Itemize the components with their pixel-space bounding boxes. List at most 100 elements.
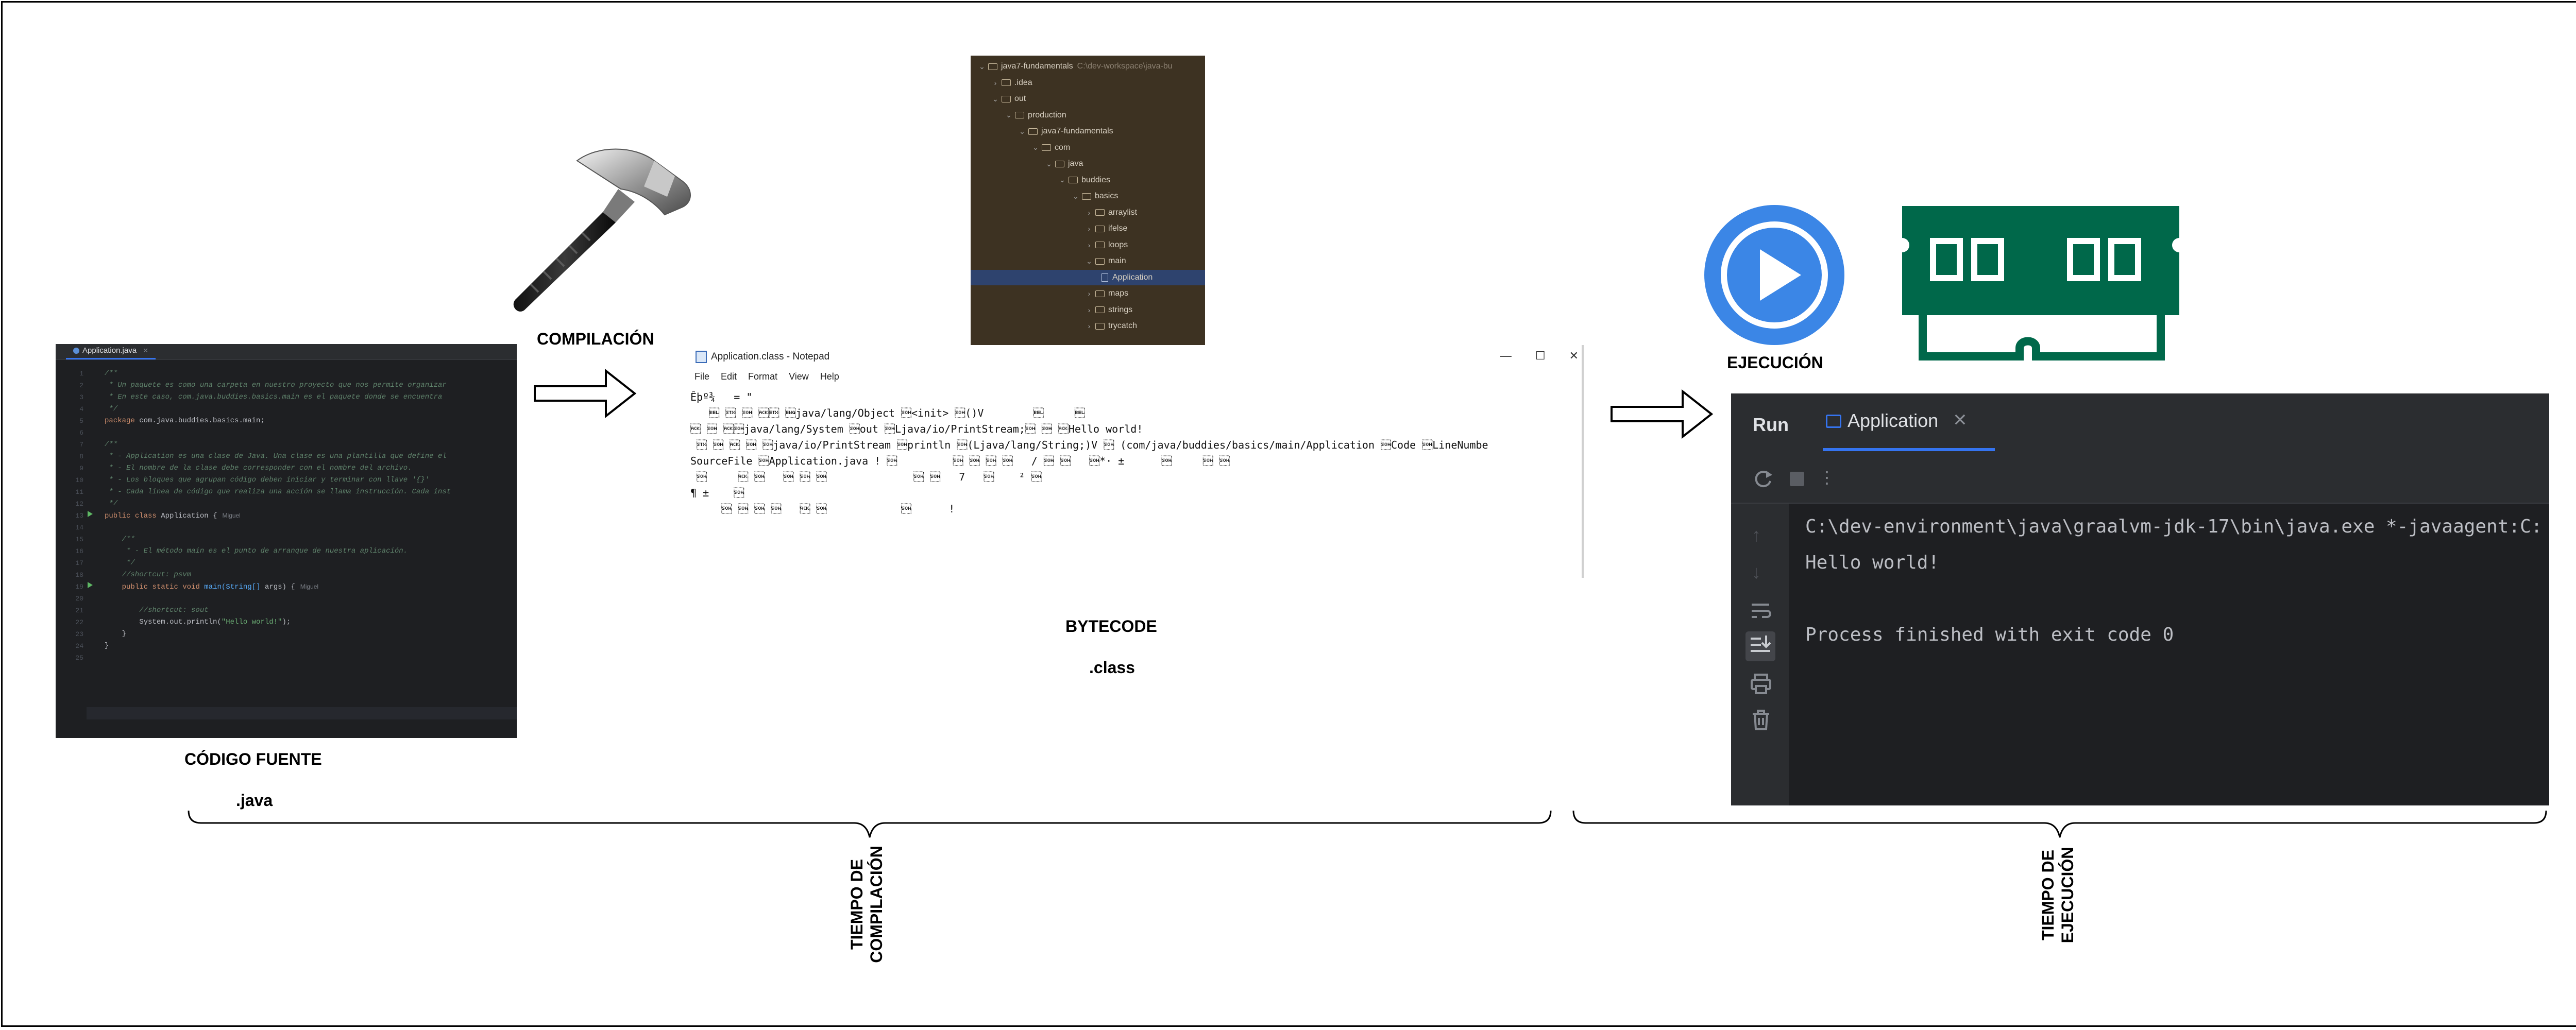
folder-icon xyxy=(1082,193,1091,200)
chevron-down-icon[interactable]: ⌄ xyxy=(1046,159,1052,168)
chevron-down-icon[interactable]: ⌄ xyxy=(979,62,985,71)
chevron-down-icon[interactable]: ⌄ xyxy=(1032,143,1039,151)
tree-folder-item[interactable]: ›arraylist xyxy=(971,205,1205,220)
tree-folder-item[interactable]: ›.idea xyxy=(971,75,1205,91)
folder-icon xyxy=(1069,177,1078,183)
chevron-right-icon[interactable]: › xyxy=(1088,322,1091,330)
tree-folder-item[interactable]: ⌄ com xyxy=(971,140,1205,156)
soft-wrap-icon[interactable] xyxy=(1750,600,1772,621)
menu-help[interactable]: Help xyxy=(820,371,839,382)
bytecode-content[interactable]: Êþº¾ = "     java/lang/Object <in… xyxy=(690,391,1488,515)
code-line: public class Application { Miguel xyxy=(105,512,241,520)
java-file-icon xyxy=(73,348,79,354)
close-icon[interactable]: ✕ xyxy=(143,347,148,354)
close-icon[interactable]: ✕ xyxy=(1569,349,1579,362)
tree-folder-item[interactable]: ⌄out xyxy=(971,91,1205,107)
run-header: Run Application ✕ xyxy=(1731,393,2549,451)
compile-time-label-line1: TIEMPO DE xyxy=(848,859,866,950)
chevron-right-icon[interactable]: › xyxy=(1088,208,1091,217)
stop-icon[interactable] xyxy=(1788,470,1806,488)
tree-folder-item[interactable]: ⌄ java xyxy=(971,156,1205,171)
maximize-icon[interactable]: ☐ xyxy=(1535,349,1546,362)
editor-tabbar: Application.java ✕ xyxy=(56,344,517,360)
window-icon xyxy=(1826,415,1841,428)
trash-icon[interactable] xyxy=(1751,709,1771,731)
notepad-title: Application.class - Notepad xyxy=(711,351,830,362)
folder-icon xyxy=(1028,128,1038,135)
tree-item-label: com xyxy=(1055,143,1071,152)
chevron-down-icon[interactable]: ⌄ xyxy=(1006,111,1012,119)
tree-folder-item[interactable]: ⌄ basics xyxy=(971,188,1205,204)
menu-edit[interactable]: Edit xyxy=(721,371,737,382)
bytecode-label: BYTECODE xyxy=(1065,617,1157,636)
author-hint: Miguel xyxy=(295,583,319,590)
code-line: /** xyxy=(105,440,118,449)
menu-view[interactable]: View xyxy=(789,371,809,382)
tree-folder-item[interactable]: ›strings xyxy=(971,302,1205,318)
menu-file[interactable]: File xyxy=(694,371,710,382)
notepad-titlebar: Application.class - Notepad xyxy=(688,345,1584,369)
minimize-icon[interactable]: — xyxy=(1500,349,1512,362)
code-line: * - El nombre de la clase debe correspon… xyxy=(105,464,412,472)
code-line: //shortcut: psvm xyxy=(105,571,192,579)
runtime-brace xyxy=(1572,810,2547,838)
notepad-menubar: File Edit Format View Help xyxy=(688,369,1584,384)
tree-item-label: Application xyxy=(1112,272,1153,282)
code-line: package com.java.buddies.basics.main; xyxy=(105,417,265,425)
line-numbers: 1 2 3 4 5 6 7 8 9 10 11 12 13 14 15 16 1… xyxy=(75,370,83,662)
current-line-highlight xyxy=(87,707,517,719)
compilation-label: COMPILACIÓN xyxy=(537,330,654,348)
tree-item-label: ifelse xyxy=(1108,224,1128,233)
folder-icon xyxy=(1015,112,1024,118)
chevron-down-icon[interactable]: ⌄ xyxy=(1086,256,1092,265)
folder-icon xyxy=(1095,306,1105,313)
tree-folder-item[interactable]: ⌄main xyxy=(971,253,1205,269)
arrow-right-icon xyxy=(534,369,637,418)
run-tab-application[interactable]: Application ✕ xyxy=(1826,410,1968,451)
arrow-up-icon[interactable]: ↑ xyxy=(1752,524,1761,545)
chevron-down-icon[interactable]: ⌄ xyxy=(1019,127,1025,135)
tree-folder-item[interactable]: ⌄buddies xyxy=(971,173,1205,188)
code-line: * - Los bloques que agrupan código deben… xyxy=(105,476,430,484)
code-lines: /** * Un paquete es como una carpeta en … xyxy=(105,368,517,664)
chevron-right-icon[interactable]: › xyxy=(1088,225,1091,233)
active-tab-indicator xyxy=(1823,448,1995,451)
scroll-to-end-icon[interactable] xyxy=(1745,631,1775,661)
ram-memory-icon xyxy=(1900,206,2181,360)
editor-tab[interactable]: Application.java ✕ xyxy=(66,344,156,359)
chevron-right-icon[interactable]: › xyxy=(994,78,997,87)
tree-folder-item[interactable]: ›loops xyxy=(971,237,1205,253)
code-line: * - El método main es el punto de arranq… xyxy=(105,547,408,555)
tree-file-item[interactable]: Application xyxy=(971,269,1205,285)
chevron-right-icon[interactable]: › xyxy=(1088,241,1091,249)
code-line: * Un paquete es como una carpeta en nues… xyxy=(105,381,447,389)
scrollbar[interactable] xyxy=(1582,345,1584,578)
tree-item-label: trycatch xyxy=(1108,321,1138,330)
run-console-panel: Run Application ✕ ⋮ ↑ ↓ xyxy=(1731,393,2549,805)
chevron-down-icon[interactable]: ⌄ xyxy=(1073,192,1079,200)
tree-folder-item[interactable]: ⌄production xyxy=(971,108,1205,123)
rerun-icon[interactable] xyxy=(1752,468,1774,490)
runtime-label-line1: TIEMPO DE xyxy=(2039,850,2057,941)
code-line xyxy=(105,522,517,534)
tree-item-label: java xyxy=(1068,159,1083,168)
print-icon[interactable] xyxy=(1750,674,1772,694)
close-icon[interactable]: ✕ xyxy=(1953,410,1968,430)
tree-folder-item[interactable]: ›maps xyxy=(971,286,1205,301)
chevron-right-icon[interactable]: › xyxy=(1088,289,1091,298)
console-output[interactable]: C:\dev-environment\java\graalvm-jdk-17\b… xyxy=(1805,516,2543,645)
menu-format[interactable]: Format xyxy=(748,371,778,382)
more-icon[interactable]: ⋮ xyxy=(1819,468,1835,487)
tree-folder-item[interactable]: ⌄java7-fundamentals xyxy=(971,124,1205,139)
tree-folder-item[interactable]: › ifelse xyxy=(971,221,1205,236)
code-line xyxy=(105,593,517,605)
chevron-down-icon[interactable]: ⌄ xyxy=(992,94,998,103)
tree-folder-item[interactable]: › trycatch xyxy=(971,318,1205,334)
execution-label: EJECUCIÓN xyxy=(1727,353,1823,372)
arrow-down-icon[interactable]: ↓ xyxy=(1752,561,1761,582)
tree-item-label: basics xyxy=(1095,192,1118,200)
chevron-right-icon[interactable]: › xyxy=(1088,305,1091,314)
chevron-down-icon[interactable]: ⌄ xyxy=(1059,176,1065,184)
